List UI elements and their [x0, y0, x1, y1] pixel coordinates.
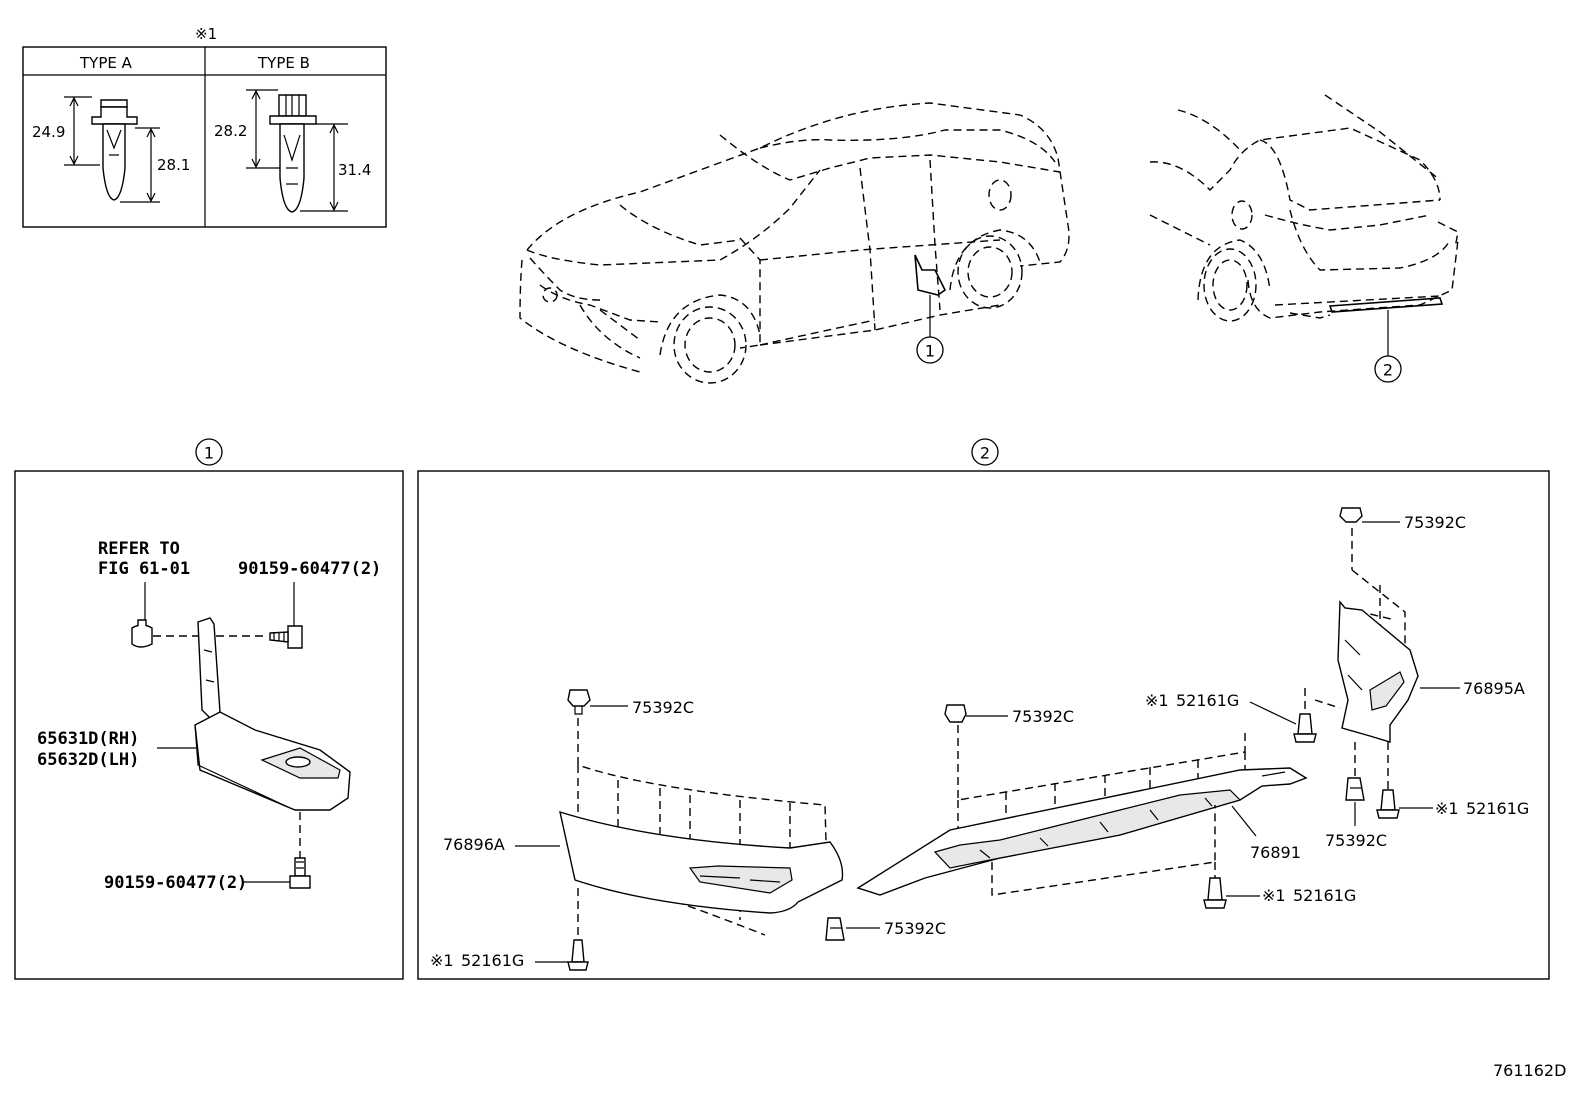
mudguard-part: [194, 617, 351, 811]
type-a-dim-long: 28.1: [157, 156, 190, 174]
clip-52161g-center-label: 52161G: [1293, 886, 1356, 905]
car-rear-view: [1149, 94, 1459, 356]
clip-75392c-right-top: [1339, 507, 1363, 523]
refer-to-line1: REFER TO: [98, 539, 180, 559]
type-b-dim-short: 28.2: [214, 122, 247, 140]
callout-2-upper: 2: [1374, 355, 1402, 383]
callout-2-section: 2: [971, 438, 999, 466]
legend-note-mark: ※1: [195, 25, 217, 43]
type-b-label: TYPE B: [257, 54, 310, 72]
clip-52161g-right-upper: [1293, 713, 1317, 743]
clip-52161g-right-lower-label: 52161G: [1466, 799, 1529, 818]
note-mark-left: ※1: [430, 951, 454, 970]
clip-52161g-right-upper-label: 52161G: [1176, 691, 1239, 710]
clip-52161g-right-lower: [1376, 789, 1400, 819]
clip-75392c-left-top: [567, 689, 591, 715]
figure-code: 761162D: [1493, 1061, 1566, 1080]
clip-75392c-left-bottom: [825, 917, 845, 941]
bolt-top: [269, 625, 303, 649]
clip-75392c-right-bottom-label: 75392C: [1325, 831, 1387, 850]
clip-52161g-left-label: 52161G: [461, 951, 524, 970]
section-1-frame: [14, 470, 404, 980]
spoiler-76895a: [1337, 600, 1419, 743]
refer-to-line2: FIG 61-01: [98, 559, 190, 579]
clip-type-legend: ※1 TYPE A TYPE B 24.9 28.1: [22, 25, 387, 228]
clip-52161g-center: [1203, 877, 1227, 909]
bolt-bottom: [289, 857, 311, 889]
callout-2-section-label: 2: [980, 444, 990, 463]
callout-1-section: 1: [195, 438, 223, 466]
clip-75392c-center-top: [944, 704, 967, 723]
clip-52161g-left: [567, 939, 589, 971]
callout-1-upper: 1: [916, 336, 944, 364]
type-b-dim-long: 31.4: [338, 161, 371, 179]
part-lh-label: 65632D(LH): [37, 750, 139, 770]
push-clip: [131, 619, 153, 648]
note-mark-right-upper: ※1: [1145, 691, 1169, 710]
callout-1-upper-label: 1: [925, 342, 935, 361]
type-b-clip: [269, 94, 317, 213]
callout-2-upper-label: 2: [1383, 361, 1393, 380]
clip-75392c-left-top-label: 75392C: [632, 698, 694, 717]
spoiler-76895a-label: 76895A: [1463, 679, 1525, 698]
type-a-dim-short: 24.9: [32, 123, 65, 141]
diffuser-76891: [856, 767, 1308, 896]
bolt-bottom-label: 90159-60477(2): [104, 873, 247, 893]
bolt-top-label: 90159-60477(2): [238, 559, 381, 579]
note-mark-center: ※1: [1262, 886, 1286, 905]
spoiler-76896a: [559, 810, 844, 914]
type-a-clip: [91, 99, 138, 201]
clip-75392c-right-bottom: [1345, 777, 1365, 801]
section-2-frame: [417, 470, 1550, 980]
diffuser-76891-label: 76891: [1250, 843, 1301, 862]
note-mark-right-lower: ※1: [1435, 799, 1459, 818]
type-a-label: TYPE A: [79, 54, 133, 72]
clip-75392c-center-top-label: 75392C: [1012, 707, 1074, 726]
car-front-view: [519, 102, 1070, 384]
clip-75392c-left-bottom-label: 75392C: [884, 919, 946, 938]
spoiler-76896a-label: 76896A: [443, 835, 505, 854]
clip-75392c-right-top-label: 75392C: [1404, 513, 1466, 532]
callout-1-section-label: 1: [204, 444, 214, 463]
part-rh-label: 65631D(RH): [37, 729, 139, 749]
